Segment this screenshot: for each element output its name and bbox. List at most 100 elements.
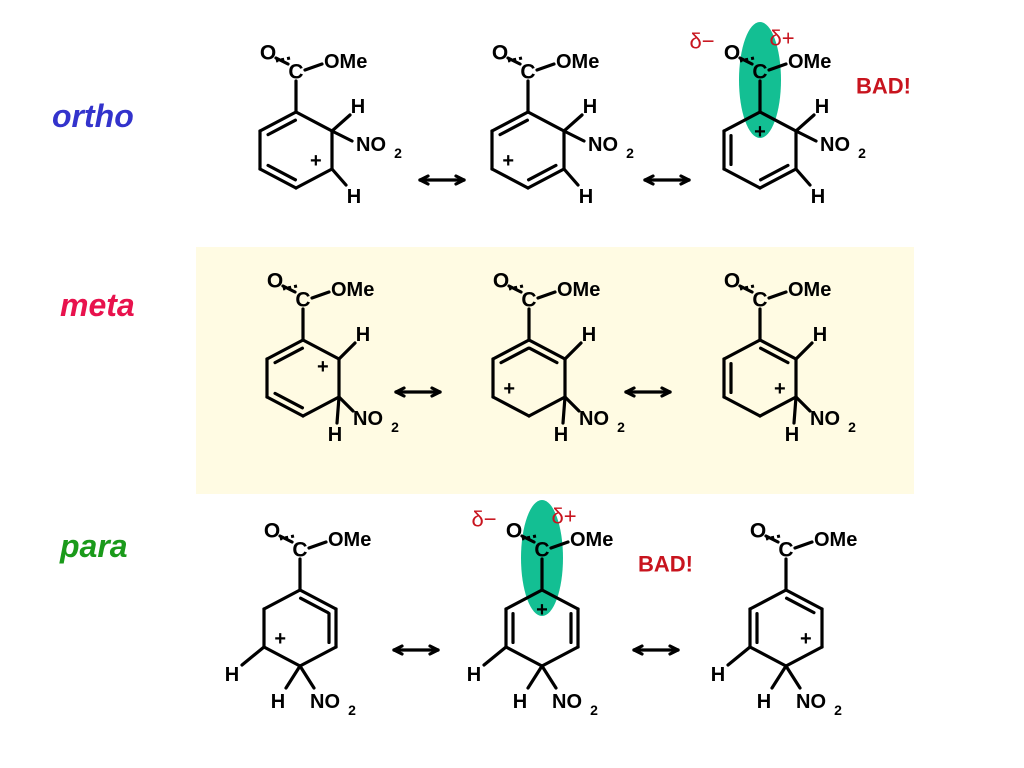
carbonyl-carbon: C xyxy=(534,539,549,562)
c-n-bond xyxy=(337,395,355,413)
carbonyl-oxygen: O xyxy=(260,42,276,65)
ring-bond xyxy=(491,395,531,418)
nitro-label: NO xyxy=(353,408,383,430)
c-h-bond xyxy=(561,395,567,425)
delta-minus: δ− xyxy=(471,507,496,532)
ring-bond xyxy=(722,395,762,418)
bad-warning: BAD! xyxy=(638,552,693,577)
carbonyl-oxygen: O xyxy=(493,270,509,293)
resonance-arrow-1 xyxy=(418,174,466,186)
hydrogen: H xyxy=(711,664,725,686)
ring-bond xyxy=(784,645,824,668)
hydrogen: H xyxy=(813,324,827,346)
nitro-label: NO xyxy=(310,691,340,713)
ester-bond xyxy=(767,62,788,72)
ring-double-bond xyxy=(758,163,790,182)
hydrogen: H xyxy=(513,691,527,713)
delta-plus: δ+ xyxy=(551,504,576,529)
carbonyl-bond-dashed xyxy=(508,284,524,291)
ring-bond xyxy=(265,338,305,361)
ring-bond xyxy=(490,110,530,133)
carbonyl-oxygen: O xyxy=(750,520,766,543)
ester-bond xyxy=(307,540,328,550)
ring-double-bond xyxy=(266,163,298,182)
c-h-bond xyxy=(770,664,788,690)
ring-bond xyxy=(294,167,334,190)
carbonyl-oxygen: O xyxy=(506,520,522,543)
carbonyl-bond-dashed xyxy=(282,284,298,291)
c-n-bond xyxy=(540,664,558,690)
ring-bond xyxy=(758,110,798,133)
carbonyl-bond-dashed xyxy=(279,534,295,541)
ring-bond xyxy=(758,395,798,418)
nitro-label: NO xyxy=(820,134,850,156)
hydrogen: H xyxy=(582,324,596,346)
nitro-label: NO xyxy=(356,134,386,156)
ester-bond xyxy=(310,290,331,300)
c-n-bond xyxy=(784,664,802,690)
arrowhead xyxy=(418,178,430,186)
ring-bond xyxy=(540,645,580,668)
ester-bond xyxy=(793,540,814,550)
arrowhead xyxy=(392,648,404,656)
hydrogen: H xyxy=(328,424,342,446)
positive-charge: + xyxy=(536,599,548,621)
carbonyl-bond-dashed xyxy=(765,534,781,541)
ring-bond xyxy=(758,338,798,361)
c-n-bond xyxy=(298,664,316,690)
hydrogen: H xyxy=(271,691,285,713)
ring-bond xyxy=(722,338,762,361)
methoxy-label: OMe xyxy=(328,529,371,551)
hydrogen: H xyxy=(554,424,568,446)
carbonyl-bond-dashed xyxy=(275,56,291,63)
delta-plus: δ+ xyxy=(769,26,794,51)
arrowhead xyxy=(668,648,680,656)
nitro-subscript: 2 xyxy=(626,145,634,161)
ring-bond xyxy=(784,588,824,611)
hydrogen: H xyxy=(347,186,361,208)
ring-bond xyxy=(527,395,567,418)
nitro-subscript: 2 xyxy=(348,702,356,718)
nitro-subscript: 2 xyxy=(590,702,598,718)
carbonyl-carbon: C xyxy=(521,289,536,312)
carbonyl-carbon: C xyxy=(778,539,793,562)
ring-bond xyxy=(504,588,544,611)
ring-bond xyxy=(504,645,544,668)
positive-charge: + xyxy=(317,356,329,378)
positive-charge: + xyxy=(502,150,514,172)
ring-bond xyxy=(294,110,334,133)
carbonyl-oxygen: O xyxy=(264,520,280,543)
c-h-bond xyxy=(794,341,814,361)
meta-label: meta xyxy=(60,287,135,323)
hydrogen: H xyxy=(757,691,771,713)
ring-bond xyxy=(491,338,531,361)
positive-charge: + xyxy=(274,628,286,650)
c-h-bond xyxy=(794,113,816,133)
c-n-bond xyxy=(794,395,812,413)
ring-bond xyxy=(262,588,302,611)
ring-double-bond xyxy=(273,391,305,410)
c-h-bond xyxy=(330,113,352,133)
arrowhead xyxy=(632,648,644,656)
carbonyl-carbon: C xyxy=(752,61,767,84)
arrowhead xyxy=(454,178,466,186)
carbonyl-bond-dashed xyxy=(507,56,523,63)
ester-bond xyxy=(303,62,324,72)
c-h-bond xyxy=(726,645,752,667)
ring-bond xyxy=(258,167,298,190)
methoxy-label: OMe xyxy=(324,51,367,73)
c-h-bond xyxy=(794,167,812,187)
ring-bond xyxy=(748,645,788,668)
ring-double-bond xyxy=(298,596,330,615)
resonance-arrow-6 xyxy=(632,644,680,656)
ring-bond xyxy=(298,645,338,668)
c-n-bond xyxy=(794,129,818,143)
ring-bond xyxy=(758,167,798,190)
c-h-bond xyxy=(335,395,341,425)
ring-double-bond xyxy=(784,596,816,615)
c-h-bond xyxy=(284,664,302,690)
